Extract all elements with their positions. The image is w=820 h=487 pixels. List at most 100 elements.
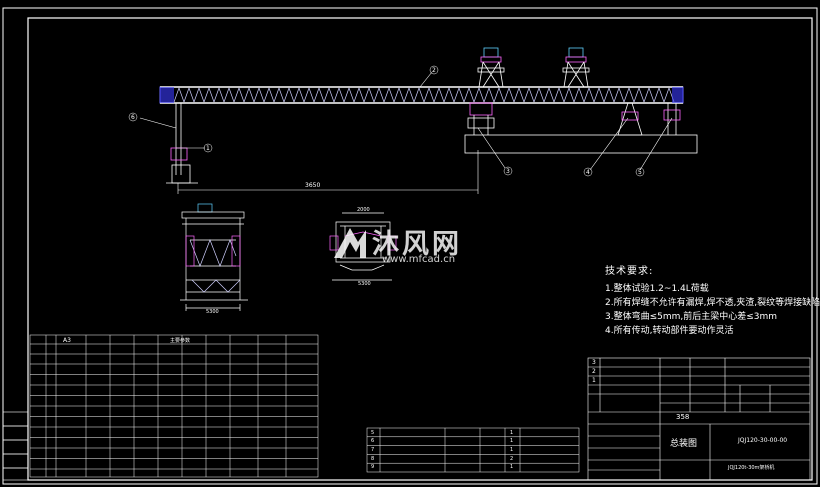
truss-diagonal	[568, 87, 575, 103]
truss-diagonal	[318, 87, 325, 103]
truss-diagonal	[268, 87, 275, 103]
notes-line-3: 3.整体弯曲≤5mm,前后主梁中心差≤3mm	[605, 312, 778, 322]
truss-diagonal	[338, 87, 345, 103]
balloon-1: 1	[206, 145, 210, 152]
truss-diagonal	[628, 87, 635, 103]
truss-diagonal	[263, 87, 270, 103]
truss-diagonal	[433, 87, 440, 103]
trolley-2	[562, 47, 590, 88]
truss-diagonal	[408, 87, 415, 103]
drawing-number: JQJ120-30-00-00	[738, 437, 788, 444]
truss-diagonal	[353, 87, 360, 103]
balloon-labels: 2 6 1 3 4 5	[128, 65, 645, 177]
notes-line-2: 2.所有焊缝不允许有漏焊,焊不透,夹渣,裂纹等焊接缺陷	[605, 298, 820, 308]
parts-row-no: 6	[371, 438, 375, 444]
truss-diagonal	[193, 87, 200, 103]
end-view: 5300	[180, 203, 248, 315]
truss-diagonal	[423, 87, 430, 103]
truss-diagonal	[518, 87, 525, 103]
truss-diagonal	[633, 87, 640, 103]
balloon-5: 5	[638, 169, 642, 176]
truss-diagonal	[388, 87, 395, 103]
truss-diagonal	[393, 87, 400, 103]
truss-diagonal	[593, 87, 600, 103]
truss-diagonal	[453, 87, 460, 103]
truss-diagonal	[603, 87, 610, 103]
truss-diagonal	[463, 87, 470, 103]
truss-diagonal	[258, 87, 265, 103]
span-dimension-text: 3650	[305, 182, 320, 189]
truss-diagonal	[298, 87, 305, 103]
truss-diagonal	[223, 87, 230, 103]
truss-diagonal	[228, 87, 235, 103]
truss-diagonal	[178, 87, 185, 103]
end-view-width-text: 5300	[206, 309, 219, 315]
main-girder-truss	[159, 86, 684, 104]
inner-frame	[27, 17, 813, 481]
truss-diagonal	[468, 87, 475, 103]
truss-diagonal	[538, 87, 545, 103]
section-top-width-text: 2000	[357, 207, 370, 213]
front-leg	[166, 103, 198, 184]
truss-diagonal	[563, 87, 570, 103]
truss-diagonal	[498, 87, 505, 103]
truss-diagonal	[493, 87, 500, 103]
parts-row-qty: 2	[510, 456, 514, 462]
truss-diagonal	[583, 87, 590, 103]
truss-diagonal	[208, 87, 215, 103]
truss-diagonal	[658, 87, 665, 103]
truss-diagonal	[203, 87, 210, 103]
rear-leg	[617, 102, 681, 136]
truss-diagonal	[478, 87, 485, 103]
section-view: 2000 5300	[329, 207, 397, 287]
truss-diagonal	[368, 87, 375, 103]
notes-line-4: 4.所有传动,转动部件要动作灵活	[605, 326, 734, 336]
parts-row-qty: 1	[510, 464, 514, 470]
technical-requirements: 技术要求: 1.整体试验1.2~1.4L荷载 2.所有焊缝不允许有漏焊,焊不透,…	[605, 262, 820, 338]
truss-diagonal	[528, 87, 535, 103]
truss-diagonal	[323, 87, 330, 103]
truss-diagonal	[438, 87, 445, 103]
drawing-name: 总装图	[670, 439, 698, 449]
binding-strip	[2, 411, 29, 481]
truss-diagonal	[608, 87, 615, 103]
truss-diagonal	[403, 87, 410, 103]
notes-title: 技术要求:	[605, 266, 654, 277]
truss-diagonal	[363, 87, 370, 103]
truss-diagonal	[533, 87, 540, 103]
truss-diagonal	[418, 87, 425, 103]
truss-diagonal	[278, 87, 285, 103]
balloon-3: 3	[506, 168, 510, 175]
truss-diagonal	[183, 87, 190, 103]
outer-frame	[2, 7, 818, 485]
truss-diagonal	[253, 87, 260, 103]
truss-diagonal	[328, 87, 335, 103]
truss-diagonal	[558, 87, 565, 103]
truss-diagonal	[618, 87, 625, 103]
truss-diagonal	[218, 87, 225, 103]
truss-diagonal	[653, 87, 660, 103]
truss-diagonal	[248, 87, 255, 103]
truss-diagonal	[548, 87, 555, 103]
truss-diagonal	[398, 87, 405, 103]
truss-diagonal	[343, 87, 350, 103]
parts-table	[366, 427, 580, 473]
truss-diagonal	[378, 87, 385, 103]
drawing-subtitle: JQJ120t-30m架桥机	[728, 465, 775, 471]
truss-diagonal	[233, 87, 240, 103]
truss-diagonal	[188, 87, 195, 103]
truss-diagonal	[313, 87, 320, 103]
truss-diagonal	[578, 87, 585, 103]
truss-diagonal	[508, 87, 515, 103]
parts-row-no: 7	[371, 447, 375, 453]
parts-row-no: 5	[371, 430, 375, 436]
parts-row-no: 9	[371, 464, 375, 470]
weight-value: 358	[676, 413, 690, 421]
truss-diagonal	[443, 87, 450, 103]
parts-row-qty: 1	[510, 430, 514, 436]
truss-diagonal	[598, 87, 605, 103]
truss-diagonal	[213, 87, 220, 103]
truss-diagonal	[413, 87, 420, 103]
